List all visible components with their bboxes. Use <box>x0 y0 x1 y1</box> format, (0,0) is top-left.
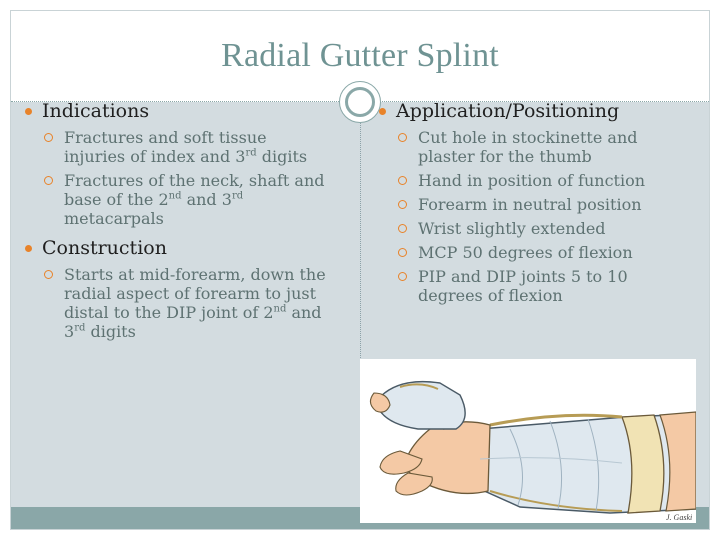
application-item: PIP and DIP joints 5 to 10 degrees of fl… <box>376 267 688 305</box>
indications-item-1: Fractures and soft tissue injuries of in… <box>22 128 332 166</box>
indications-item-2-text-mid: and 3 <box>181 190 232 209</box>
circle-bullet-icon <box>398 224 407 233</box>
indications-item-1-text-b: digits <box>256 147 308 166</box>
illustration-signature: J. Gaski <box>666 513 692 522</box>
circle-ornament-inner <box>345 87 375 117</box>
left-column: Indications Fractures and soft tissue in… <box>22 100 332 346</box>
application-item-text: MCP 50 degrees of flexion <box>418 243 633 262</box>
splint-illustration: J. Gaski <box>360 359 696 523</box>
circle-bullet-icon <box>398 200 407 209</box>
construction-item-1-sup-b: rd <box>74 322 86 334</box>
indications-item-2-text-b: metacarpals <box>64 209 164 228</box>
circle-ornament-icon <box>339 81 381 123</box>
application-item: MCP 50 degrees of flexion <box>376 243 688 262</box>
construction-heading: Construction <box>22 237 332 259</box>
application-item-text: Wrist slightly extended <box>418 219 606 238</box>
application-item-text: Cut hole in stockinette and plaster for … <box>418 128 638 166</box>
application-item: Forearm in neutral position <box>376 195 688 214</box>
circle-bullet-icon <box>398 176 407 185</box>
application-item-text: PIP and DIP joints 5 to 10 degrees of fl… <box>418 267 628 305</box>
hand-splint-drawing: J. Gaski <box>369 380 696 522</box>
application-heading-text: Application/Positioning <box>396 100 620 122</box>
circle-bullet-icon <box>398 133 407 142</box>
indications-item-2: Fractures of the neck, shaft and base of… <box>22 171 332 228</box>
construction-heading-text: Construction <box>42 237 167 259</box>
indications-item-2-sup-b: rd <box>231 190 244 202</box>
indications-heading: Indications <box>22 100 332 122</box>
indications-item-1-text-a: Fractures and soft tissue injuries of in… <box>64 128 267 166</box>
application-item-text: Forearm in neutral position <box>418 195 642 214</box>
circle-bullet-icon <box>44 133 53 142</box>
circle-bullet-icon <box>398 272 407 281</box>
indications-item-1-sup: rd <box>245 147 257 159</box>
indications-item-2-sup-a: nd <box>168 190 182 202</box>
application-item: Hand in position of function <box>376 171 688 190</box>
construction-item-1-text-a: Starts at mid-forearm, down the radial a… <box>64 265 326 322</box>
construction-item-1-sup-a: nd <box>273 303 287 315</box>
indications-item-2-text-a: Fractures of the neck, shaft and base of… <box>64 171 325 209</box>
application-item: Cut hole in stockinette and plaster for … <box>376 128 688 166</box>
indications-heading-text: Indications <box>42 100 150 122</box>
construction-item-1-text-mid: and 3 <box>64 303 322 341</box>
circle-bullet-icon <box>44 176 53 185</box>
application-item-text: Hand in position of function <box>418 171 646 190</box>
slide-title: Radial Gutter Splint <box>221 37 499 74</box>
circle-bullet-icon <box>44 270 53 279</box>
construction-item-1-text-b: digits <box>85 322 136 341</box>
application-heading: Application/Positioning <box>376 100 688 122</box>
column-divider <box>360 106 361 502</box>
application-item: Wrist slightly extended <box>376 219 688 238</box>
construction-item-1: Starts at mid-forearm, down the radial a… <box>22 265 332 341</box>
right-column: Application/Positioning Cut hole in stoc… <box>376 100 688 310</box>
circle-bullet-icon <box>398 248 407 257</box>
